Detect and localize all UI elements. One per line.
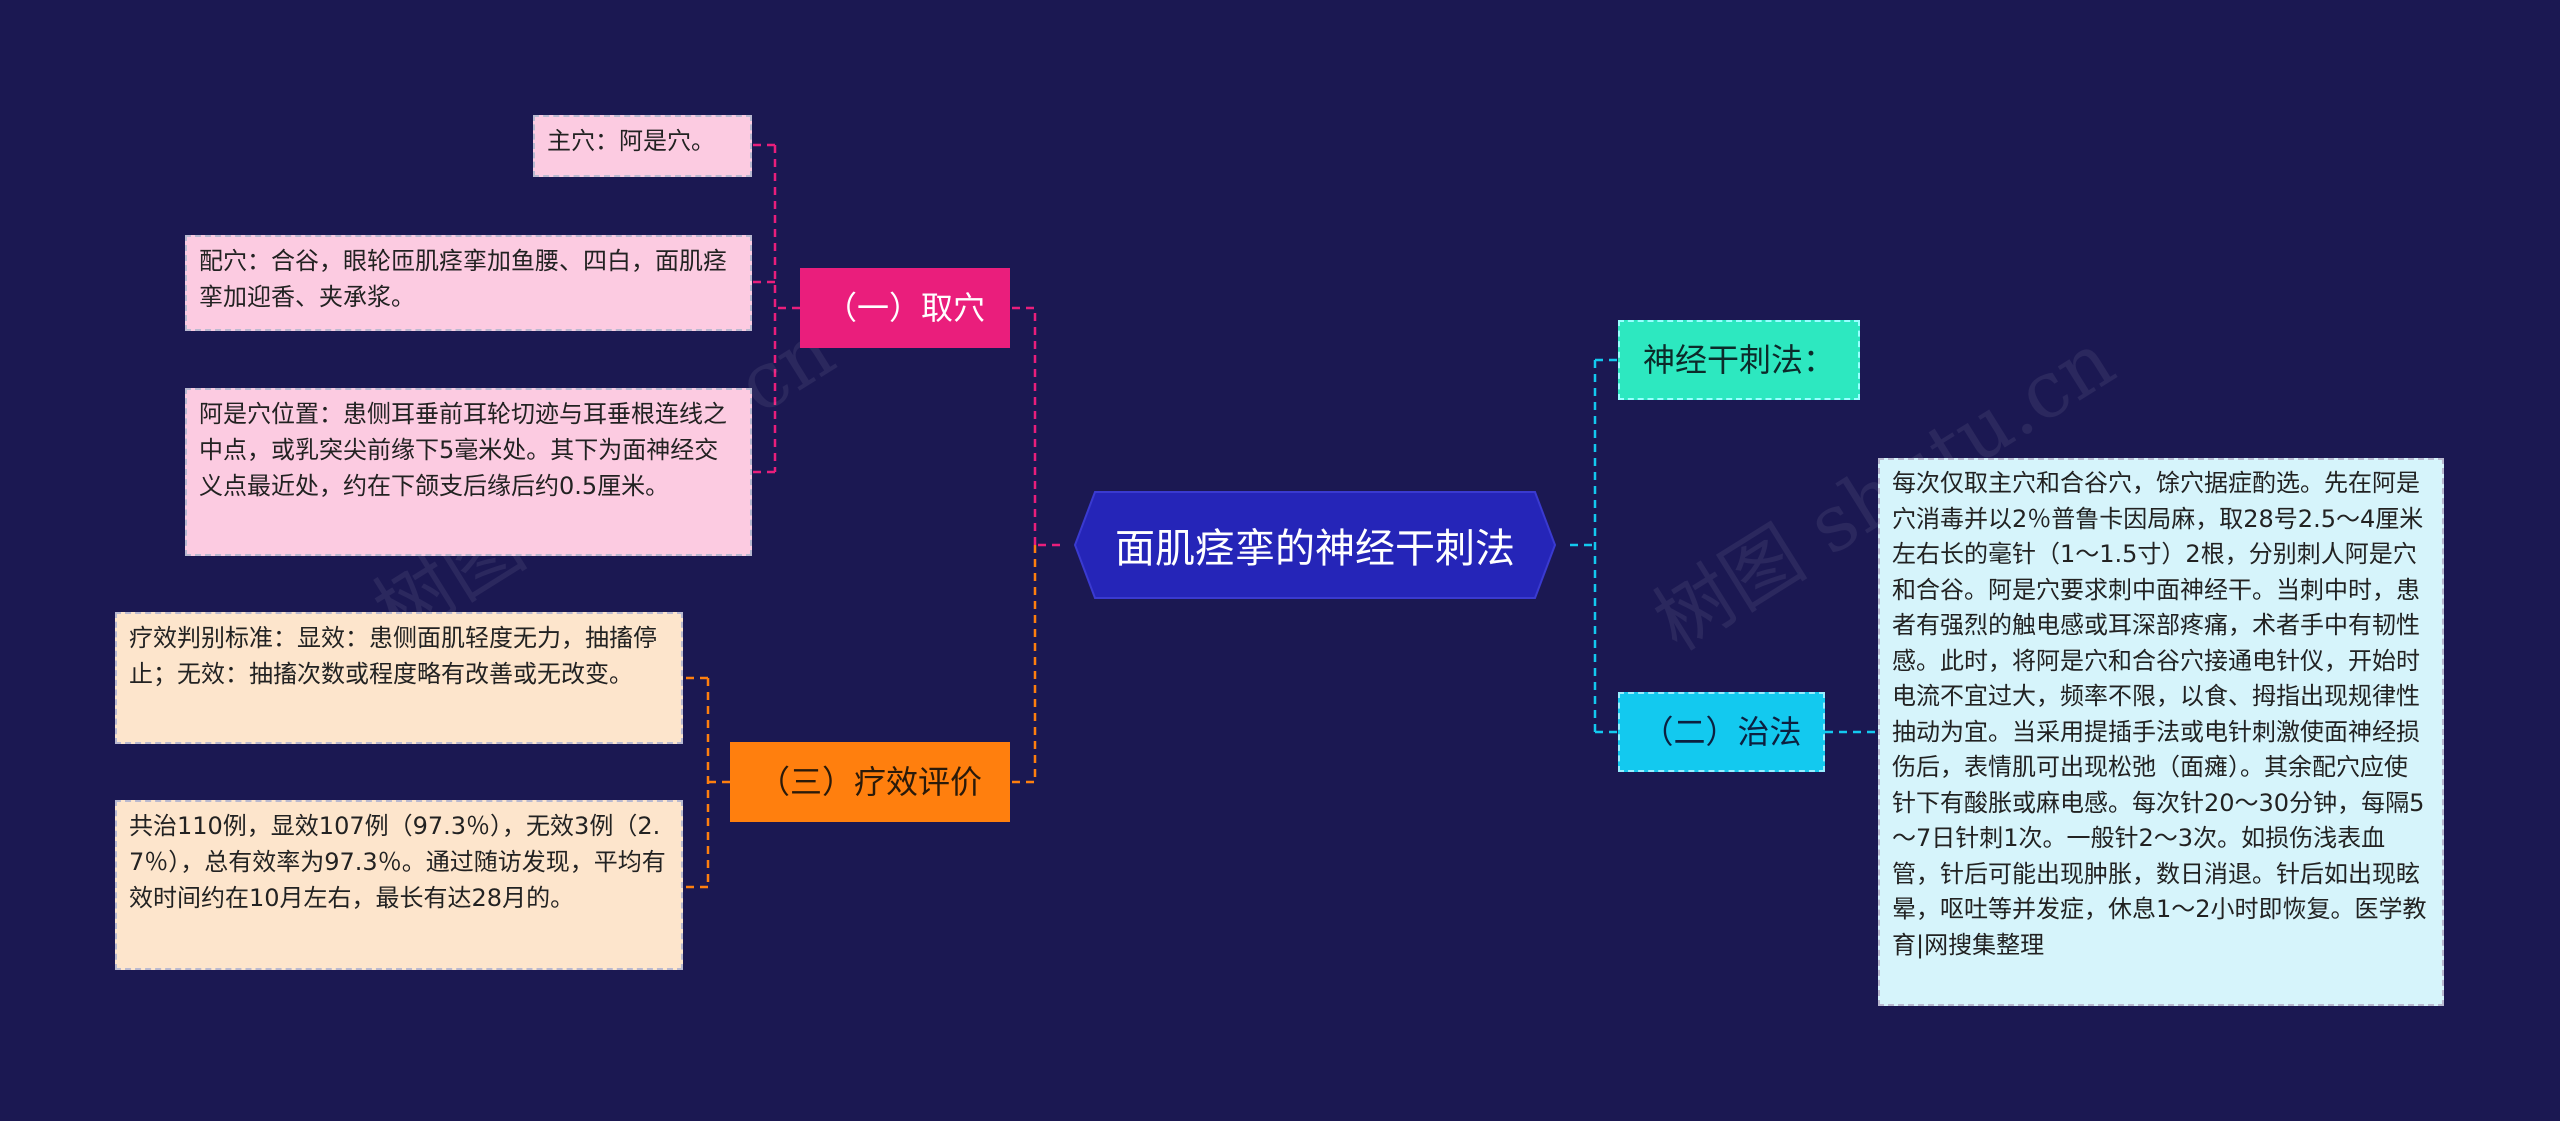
branch-label: 神经干刺法： — [1642, 341, 1835, 379]
connector-center-right — [1570, 358, 1618, 734]
central-topic-label: 面肌痉挛的神经干刺法 — [1115, 526, 1515, 572]
central-topic[interactable]: 面肌痉挛的神经干刺法 — [1060, 490, 1570, 600]
central-topic-shape — [1073, 491, 1557, 599]
branch-acupoint-selection[interactable]: （一）取穴 — [800, 268, 1010, 348]
branch-label: （三）疗效评价 — [757, 763, 982, 801]
leaf-treatment-results: 共治110例，显效107例（97.3％），无效3例（2.7％），总有效率为97.… — [115, 800, 683, 970]
leaf-main-point: 主穴：阿是穴。 — [533, 115, 752, 177]
leaf-treatment-details: 每次仅取主穴和合谷穴，馀穴据症酌选。先在阿是穴消毒并以2％普鲁卡因局麻，取28号… — [1878, 458, 2444, 1006]
branch-efficacy-evaluation[interactable]: （三）疗效评价 — [730, 742, 1010, 822]
branch-label: （二）治法 — [1641, 713, 1802, 751]
branch-nerve-trunk-method[interactable]: 神经干刺法： — [1618, 320, 1860, 400]
leaf-efficacy-criteria: 疗效判别标准：显效：患侧面肌轻度无力，抽搐停止；无效：抽搐次数或程度略有改善或无… — [115, 612, 683, 744]
connector-branch3-leaves — [683, 676, 730, 889]
connector-center-branch1 — [1010, 306, 1060, 547]
leaf-ashi-location: 阿是穴位置：患侧耳垂前耳轮切迹与耳垂根连线之中点，或乳突尖前缘下5毫米处。其下为… — [185, 388, 752, 556]
branch-label: （一）取穴 — [824, 289, 985, 327]
branch-treatment-method[interactable]: （二）治法 — [1618, 692, 1825, 772]
leaf-secondary-points: 配穴：合谷，眼轮匝肌痉挛加鱼腰、四白，面肌痉挛加迎香、夹承浆。 — [185, 235, 752, 331]
connector-center-branch3 — [1010, 545, 1037, 784]
